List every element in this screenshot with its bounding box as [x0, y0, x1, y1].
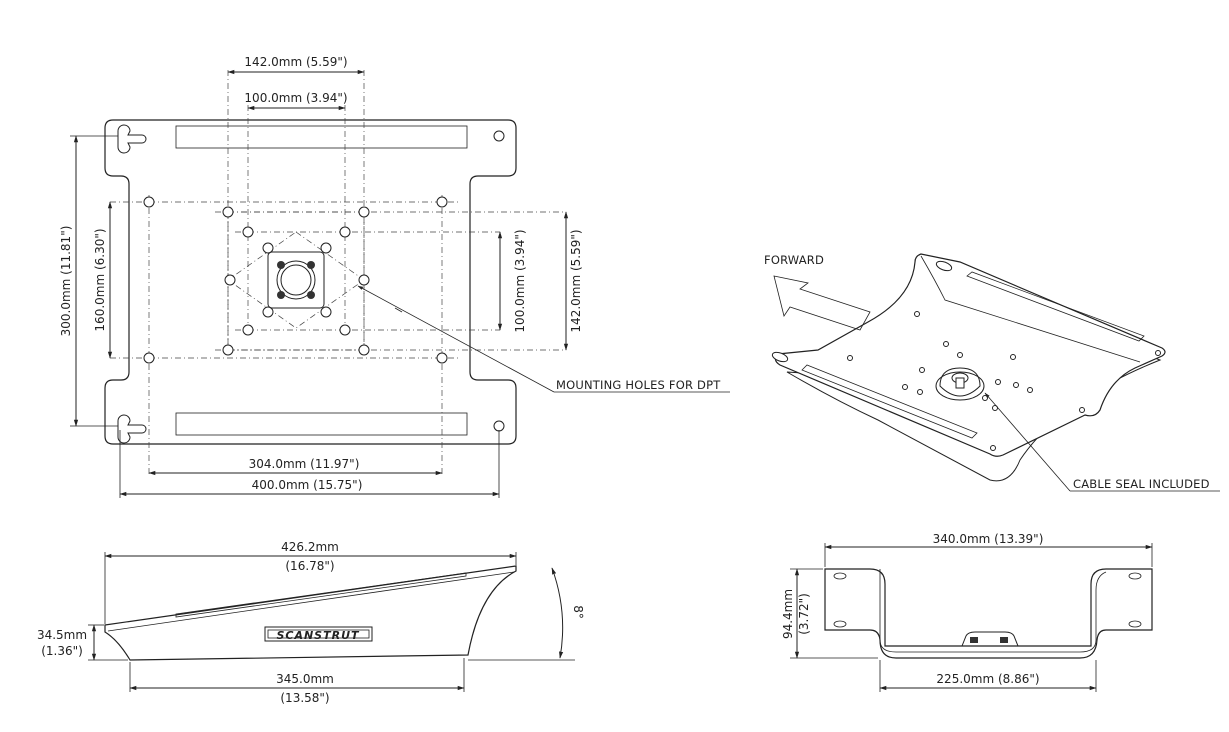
- dim-side-base-mm: 345.0mm: [276, 672, 334, 686]
- keyhole-bottom-left: [117, 414, 147, 444]
- end-profile: [824, 568, 1153, 659]
- dim-142-vertical: 142.0mm (5.59"): [569, 229, 583, 332]
- dim-side-base-in: (13.58"): [280, 691, 329, 705]
- dim-160-vertical: 160.0mm (6.30"): [93, 228, 107, 331]
- dim-side-length-in: (16.78"): [285, 559, 334, 573]
- dim-100-vertical: 100.0mm (3.94"): [513, 229, 527, 332]
- scanstrut-logo: SCANSTRUT: [276, 629, 360, 642]
- dim-400: 400.0mm (15.75"): [252, 478, 363, 492]
- iso-strip-right: [966, 271, 1145, 342]
- cable-seal-top: [267, 251, 325, 309]
- end-cable-seal: [961, 631, 1019, 647]
- side-view: SCANSTRUT 426.2mm (16.78") 345.0mm (13.5…: [37, 540, 585, 705]
- dim-end-width: 340.0mm (13.39"): [933, 532, 1044, 546]
- note-cable-seal: CABLE SEAL INCLUDED: [1073, 477, 1210, 491]
- side-profile: [104, 565, 517, 661]
- hole-top-right: [493, 130, 505, 142]
- isometric-view: FORWARD CABLE SEAL INCLUDED: [764, 253, 1220, 492]
- top-strip: [175, 125, 468, 149]
- note-mounting-holes: MOUNTING HOLES FOR DPT: [556, 378, 721, 392]
- dim-side-length-mm: 426.2mm: [281, 540, 339, 554]
- dim-142-horizontal: 142.0mm (5.59"): [244, 55, 347, 69]
- dim-end-height-in: (3.72"): [797, 593, 811, 635]
- dim-304: 304.0mm (11.97"): [249, 457, 360, 471]
- dim-end-height-mm: 94.4mm: [781, 589, 795, 639]
- logo-plate: [264, 626, 373, 642]
- dim-end-inner: 225.0mm (8.86"): [936, 672, 1039, 686]
- iso-holes: [847, 311, 1085, 413]
- dpt-mounting-holes: [222, 206, 370, 356]
- bottom-strip: [175, 412, 468, 436]
- top-view: 142.0mm (5.59") 100.0mm (3.94") 304.0mm …: [59, 55, 730, 498]
- dim-side-height-mm: 34.5mm: [37, 628, 87, 642]
- dim-300-vertical: 300.0mm (11.81"): [59, 226, 73, 337]
- keyhole-top-left: [117, 124, 147, 154]
- outer-mounting-holes: [143, 196, 448, 364]
- forward-arrow: [773, 275, 871, 331]
- iso-cable-seal: [935, 367, 985, 401]
- dim-side-height-in: (1.36"): [41, 644, 83, 658]
- iso-plate: [774, 253, 1166, 457]
- end-view: 340.0mm (13.39") 225.0mm (8.86") 94.4mm …: [781, 532, 1153, 692]
- dim-100-horizontal: 100.0mm (3.94"): [244, 91, 347, 105]
- dim-side-angle: 8°: [571, 605, 585, 619]
- forward-label: FORWARD: [764, 253, 824, 267]
- iso-strip-left: [801, 364, 978, 439]
- hole-bottom-right: [493, 420, 505, 432]
